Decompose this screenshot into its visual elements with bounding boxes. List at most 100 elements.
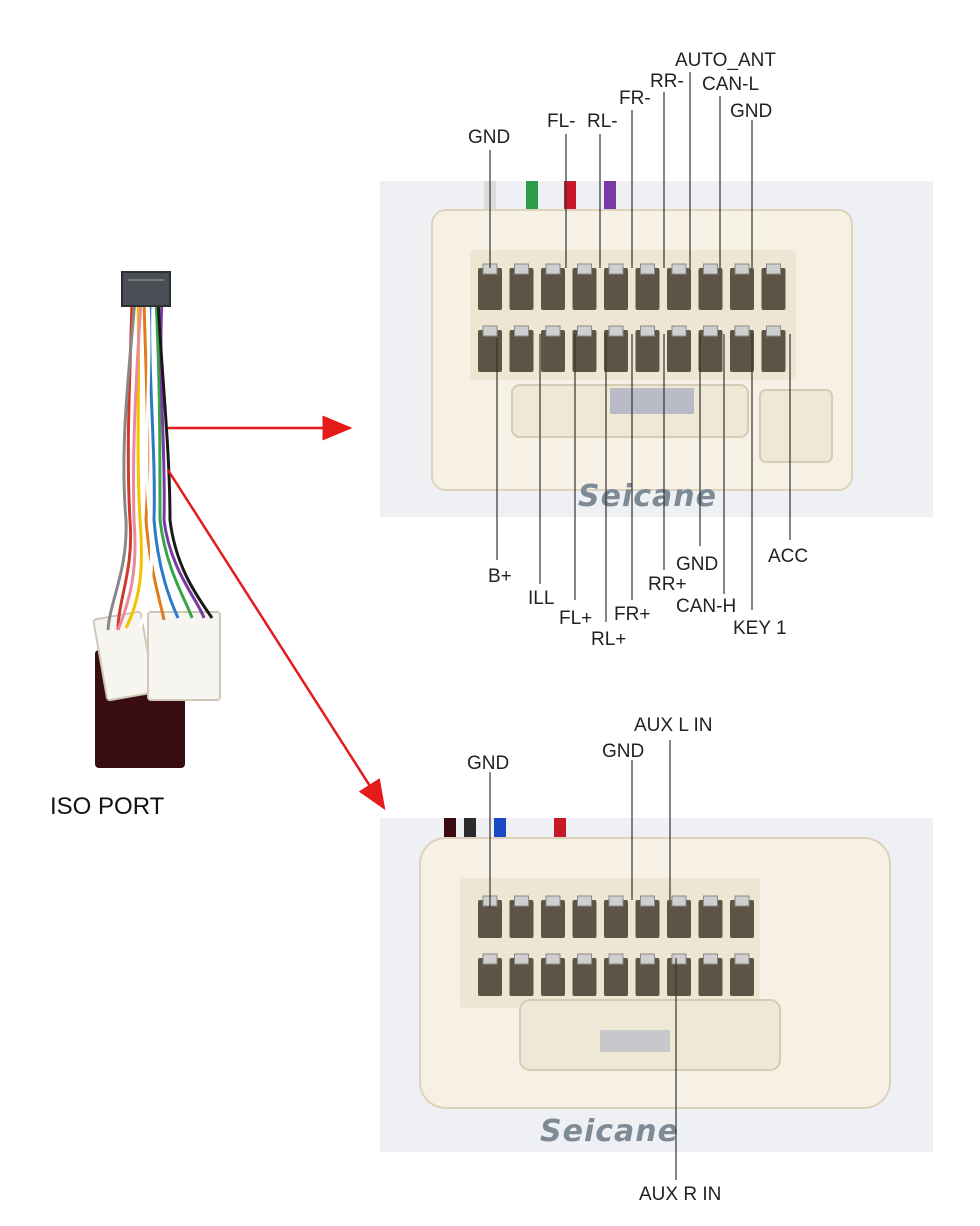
- top-connector-upper-cavity: [604, 268, 628, 310]
- top-connector-lower-cavity: [667, 330, 691, 372]
- top-connector-upper-cavity: [698, 268, 723, 310]
- label-auto-ant: AUTO_ANT: [675, 50, 776, 71]
- bottom-connector-lower-terminal: [577, 953, 592, 965]
- top-connector-lower-cavity: [572, 330, 597, 372]
- label-gnd-2: GND: [730, 101, 772, 122]
- bottom-connector-photo: Seicane: [380, 818, 933, 1152]
- top-connector-upper-cavity: [572, 268, 597, 310]
- bottom-connector-lower-cavity: [730, 958, 754, 996]
- top-connector-upper-terminal: [640, 263, 655, 275]
- label-gnd-1: GND: [468, 127, 510, 148]
- top-connector-lower-terminal: [482, 325, 498, 337]
- top-connector-upper-cavity: [667, 268, 691, 310]
- top-connector-upper-cavity: [509, 268, 534, 310]
- bottom-connector-upper-cavity: [635, 900, 660, 938]
- bottom-connector-upper-cavity: [572, 900, 597, 938]
- label-can-h: CAN-H: [676, 596, 736, 617]
- harness-wires: [106, 299, 214, 631]
- label-rr-plus: RR+: [648, 574, 687, 595]
- bottom-connector-upper-cavity: [509, 900, 534, 938]
- top-connector-photo: Seicane: [380, 181, 933, 517]
- bottom-connector-lower-cavity: [698, 958, 723, 996]
- bottom-connector-lower-cavity: [604, 958, 628, 996]
- label-fr-minus: FR-: [619, 88, 651, 109]
- bottom-connector-lower-terminal: [608, 953, 624, 965]
- bottom-connector-upper-terminal: [640, 895, 655, 907]
- bottom-connector-upper-terminal: [734, 895, 750, 907]
- label-fl-minus: FL-: [547, 111, 576, 132]
- top-connector-pins: [478, 263, 786, 372]
- label-rl-plus: RL+: [591, 629, 626, 650]
- bottom-connector-lower-cavity: [541, 958, 565, 996]
- bottom-connector-upper-terminal: [608, 895, 624, 907]
- label-can-l: CAN-L: [702, 74, 759, 95]
- top-connector-upper-cavity: [635, 268, 660, 310]
- bottom-connector-lower-terminal: [640, 953, 655, 965]
- top-connector-lower-cavity: [478, 330, 502, 372]
- harness-top-plug: [121, 271, 171, 307]
- label-acc: ACC: [768, 546, 808, 567]
- label-gnd-3: GND: [676, 554, 718, 575]
- top-connector-lower-terminal: [671, 325, 687, 337]
- top-connector-upper-cavity: [478, 268, 502, 310]
- bottom-connector-labels: GND GND AUX L IN AUX R IN: [467, 715, 721, 1205]
- bottom-connector-upper-terminal: [671, 895, 687, 907]
- top-connector-upper-cavity: [541, 268, 565, 310]
- label-rl-minus: RL-: [587, 111, 618, 132]
- bottom-connector-lower-cavity: [635, 958, 660, 996]
- top-connector-lower-terminal: [766, 325, 781, 337]
- bottom-connector-lower-terminal: [514, 953, 529, 965]
- iso-port-label: ISO PORT: [50, 793, 165, 820]
- top-connector-lower-cavity: [604, 330, 628, 372]
- bottom-connector-upper-terminal: [577, 895, 592, 907]
- bottom-connector-upper-cavity: [667, 900, 691, 938]
- label-key-1: KEY 1: [733, 618, 787, 639]
- bottom-connector-lower-terminal: [671, 953, 687, 965]
- label-fl-plus: FL+: [559, 608, 592, 629]
- watermark-bottom: Seicane: [540, 1114, 679, 1149]
- bottom-connector-upper-cavity: [698, 900, 723, 938]
- top-connector-lower-cavity: [509, 330, 534, 372]
- top-connector-lower-cavity: [541, 330, 565, 372]
- bottom-connector-upper-cavity: [730, 900, 754, 938]
- bottom-connector-lower-cavity: [509, 958, 534, 996]
- top-connector-upper-terminal: [608, 263, 624, 275]
- top-connector-upper-terminal: [703, 263, 718, 275]
- top-connector-upper-cavity: [761, 268, 786, 310]
- top-connector-upper-cavity: [730, 268, 754, 310]
- top-connector-upper-terminal: [671, 263, 687, 275]
- top-connector-lower-terminal: [577, 325, 592, 337]
- bottom-connector-lower-terminal: [545, 953, 561, 965]
- top-connector-lower-cavity: [730, 330, 754, 372]
- harness-white-connector-right: [147, 611, 221, 701]
- top-connector-lower-terminal: [514, 325, 529, 337]
- top-connector-lower-cavity: [635, 330, 660, 372]
- label-gnd-5: GND: [602, 741, 644, 762]
- top-connector-upper-terminal: [766, 263, 781, 275]
- top-connector-upper-terminal: [734, 263, 750, 275]
- top-connector-lower-terminal: [640, 325, 655, 337]
- bottom-connector-lower-terminal: [703, 953, 718, 965]
- bottom-connector-upper-terminal: [545, 895, 561, 907]
- top-connector-upper-terminal: [545, 263, 561, 275]
- top-connector-upper-terminal: [514, 263, 529, 275]
- bottom-connector-upper-terminal: [514, 895, 529, 907]
- bottom-connector-upper-cavity: [541, 900, 565, 938]
- bottom-connector-lower-terminal: [482, 953, 498, 965]
- top-connector-lower-terminal: [545, 325, 561, 337]
- label-fr-plus: FR+: [614, 604, 650, 625]
- label-rr-minus: RR-: [650, 71, 684, 92]
- top-connector-lower-cavity: [698, 330, 723, 372]
- bottom-connector-upper-cavity: [604, 900, 628, 938]
- bottom-connector-lower-terminal: [734, 953, 750, 965]
- top-connector-labels: GND FL- RL- FR- RR- AUTO_ANT CAN-L GND B…: [468, 50, 808, 650]
- bottom-connector-lower-cavity: [478, 958, 502, 996]
- bottom-connector-lower-cavity: [667, 958, 691, 996]
- label-b-plus: B+: [488, 566, 512, 587]
- arrow-to-bottom-connector: [166, 469, 386, 811]
- watermark-top: Seicane: [578, 479, 717, 514]
- label-gnd-4: GND: [467, 753, 509, 774]
- top-connector-upper-terminal: [577, 263, 592, 275]
- top-connector-lower-terminal: [703, 325, 718, 337]
